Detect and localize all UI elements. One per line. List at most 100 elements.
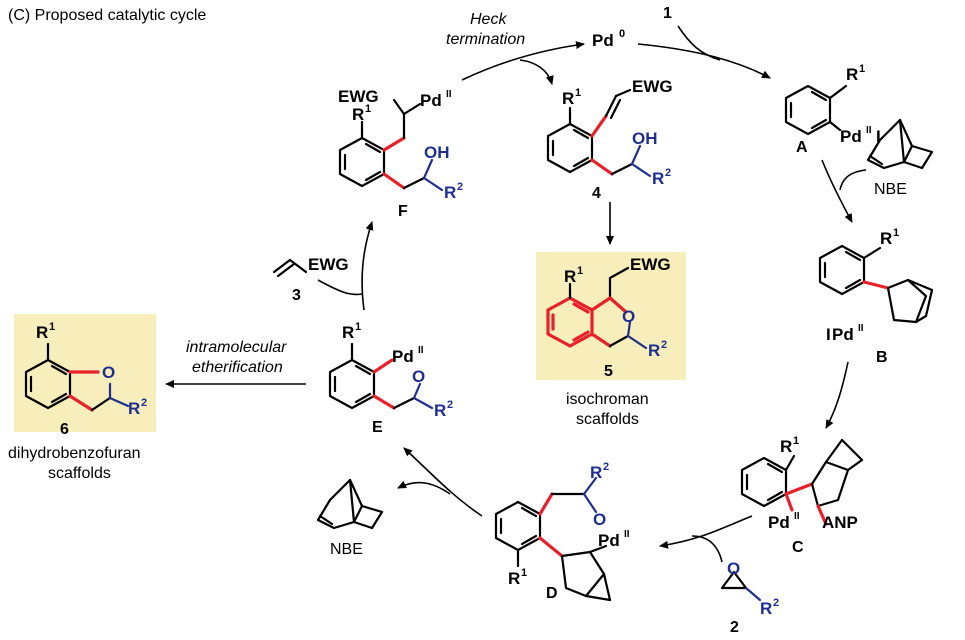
compound-F: EWG R 1 Pd II OH R 2 F bbox=[338, 87, 463, 220]
compound-5: EWG R 1 O R 2 5 isochroman scaffolds bbox=[546, 255, 671, 428]
nbe-out-label: NBE bbox=[330, 541, 363, 558]
pd0-superscript: 0 bbox=[619, 28, 625, 40]
heck-label-line2: termination bbox=[446, 31, 525, 48]
svg-text:2: 2 bbox=[141, 397, 147, 409]
svg-text:I: I bbox=[876, 127, 881, 146]
A-benzene-ring bbox=[784, 84, 832, 136]
B-benzene-ring bbox=[818, 244, 866, 296]
svg-text:2: 2 bbox=[773, 597, 779, 609]
B-label: B bbox=[876, 349, 888, 366]
acrylate-reagent-3: EWG 3 bbox=[272, 255, 349, 304]
etherification-line1: intramolecular bbox=[186, 339, 287, 356]
4-r1: R bbox=[562, 89, 574, 108]
B-pd: Pd bbox=[832, 325, 854, 344]
svg-text:2: 2 bbox=[603, 461, 609, 473]
arrow-A-to-B bbox=[821, 159, 853, 223]
arrow-epoxide-in bbox=[691, 535, 723, 563]
A-pd: Pd bbox=[840, 127, 862, 146]
svg-text:I: I bbox=[826, 325, 831, 344]
D-oxygen: O bbox=[593, 510, 606, 529]
svg-text:II: II bbox=[418, 345, 424, 356]
epoxide-reagent-2: O R 2 2 bbox=[720, 559, 779, 636]
arrow-F-to-pd0 bbox=[461, 41, 585, 81]
heck-label-line1: Heck bbox=[470, 11, 507, 28]
svg-text:1: 1 bbox=[575, 87, 581, 99]
D-benzene-ring bbox=[494, 500, 542, 552]
svg-text:II: II bbox=[446, 89, 452, 100]
5-r1: R bbox=[564, 267, 576, 286]
E-pd: Pd bbox=[392, 347, 414, 366]
arrow-nbe-out bbox=[397, 480, 451, 495]
arrow-to-4 bbox=[519, 59, 554, 85]
6-label: 6 bbox=[60, 421, 69, 438]
5-oxygen: O bbox=[622, 307, 635, 326]
svg-text:R: R bbox=[760, 599, 772, 618]
C-benzene-ring bbox=[740, 456, 788, 508]
5-r2: R bbox=[648, 341, 660, 360]
arrow-C-to-D bbox=[659, 515, 753, 549]
pd0-label: Pd bbox=[592, 31, 614, 50]
arrow-reagent-1-in bbox=[677, 25, 721, 61]
F-pd: Pd bbox=[420, 91, 442, 110]
nbe-in-label: NBE bbox=[874, 181, 907, 198]
compound-D: R 2 O Pd II R 1 D bbox=[494, 461, 630, 602]
F-oh: OH bbox=[424, 143, 450, 162]
A-r1: R bbox=[846, 65, 858, 84]
C-anp-tag: ANP bbox=[822, 513, 858, 532]
svg-text:1: 1 bbox=[893, 227, 899, 239]
arrow-D-to-E bbox=[403, 447, 483, 517]
E-label: E bbox=[372, 419, 383, 436]
svg-text:2: 2 bbox=[661, 339, 667, 351]
E-r1: R bbox=[342, 323, 354, 342]
6-description-line2: scaffolds bbox=[48, 465, 111, 482]
reagent-2-label: 2 bbox=[730, 619, 739, 636]
compound-C: R 1 Pd II ANP C bbox=[740, 435, 864, 556]
4-benzene-ring bbox=[546, 122, 594, 174]
svg-text:II: II bbox=[858, 323, 864, 334]
5-label: 5 bbox=[604, 363, 613, 380]
arrow-B-to-C bbox=[825, 361, 849, 429]
svg-text:1: 1 bbox=[355, 321, 361, 333]
4-oh: OH bbox=[632, 129, 658, 148]
6-description-line1: dihydrobenzofuran bbox=[8, 445, 141, 462]
C-pd: Pd bbox=[768, 513, 790, 532]
svg-text:II: II bbox=[794, 511, 800, 522]
A-label: A bbox=[796, 139, 808, 156]
svg-text:1: 1 bbox=[365, 103, 371, 115]
C-label: C bbox=[792, 539, 804, 556]
compound-4: EWG R 1 OH R 2 4 bbox=[546, 77, 673, 202]
svg-text:EWG: EWG bbox=[308, 255, 349, 274]
F-label: F bbox=[398, 203, 408, 220]
5-ewg: EWG bbox=[630, 255, 671, 274]
4-r2: R bbox=[652, 169, 664, 188]
B-r1: R bbox=[880, 229, 892, 248]
5-description-line2: scaffolds bbox=[576, 411, 639, 428]
F-r2: R bbox=[444, 183, 456, 202]
F-benzene-ring bbox=[338, 136, 386, 188]
F-r1: R bbox=[352, 105, 364, 124]
svg-text:2: 2 bbox=[447, 399, 453, 411]
svg-text:II: II bbox=[624, 529, 630, 540]
F-ewg: EWG bbox=[338, 87, 379, 106]
svg-text:1: 1 bbox=[521, 567, 527, 579]
E-r2: R bbox=[434, 401, 446, 420]
norbornene-released: NBE bbox=[316, 478, 384, 558]
svg-text:2: 2 bbox=[457, 181, 463, 193]
compound-B: R 1 I Pd II B bbox=[818, 227, 934, 366]
norbornene-incoming: NBE bbox=[866, 118, 934, 198]
svg-text:1: 1 bbox=[793, 435, 799, 447]
4-label: 4 bbox=[592, 185, 601, 202]
product-5-highlight bbox=[536, 252, 686, 380]
E-benzene-ring bbox=[328, 358, 376, 410]
6-oxygen: O bbox=[102, 363, 115, 382]
diagram-title: (C) Proposed catalytic cycle bbox=[8, 7, 206, 24]
svg-text:II: II bbox=[866, 125, 872, 136]
etherification-line2: etherification bbox=[192, 359, 283, 376]
D-label: D bbox=[546, 585, 558, 602]
6-r1: R bbox=[36, 323, 48, 342]
pd0-catalyst: Pd 0 bbox=[592, 28, 625, 50]
E-oxygen: O bbox=[412, 367, 425, 386]
arrow-acrylate-in bbox=[317, 279, 363, 296]
compound-A: R 1 Pd II I A bbox=[784, 63, 881, 156]
reagent-3-label: 3 bbox=[292, 287, 301, 304]
